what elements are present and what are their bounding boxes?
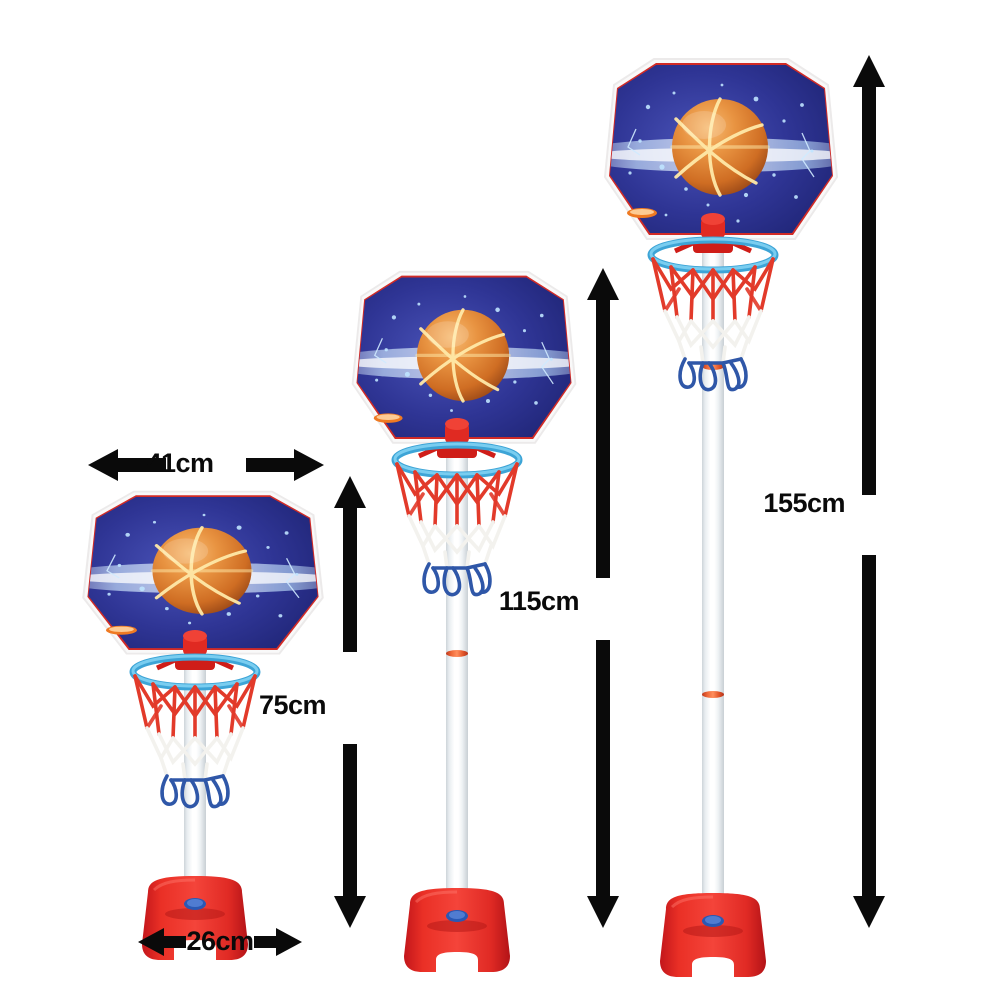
brand-logo-badge [627,208,657,218]
small-backboard [74,488,332,668]
medium-hoop-unit [340,268,590,972]
dimension-arrow-41cm [88,445,324,485]
dimension-arrow-115cm [583,268,623,928]
large-rim-and-net [645,213,781,398]
dimension-label-115cm: 115cm [498,586,580,616]
brand-logo-badge [105,625,137,635]
rim-bracket [417,418,497,459]
dimension-arrow-75cm [330,476,370,928]
medium-backboard [344,268,584,458]
dimension-label-41cm: 41cm [146,448,214,478]
dimension-label-26cm: 26cm [186,926,254,956]
brand-logo-badge [373,413,403,423]
large-base [650,887,776,983]
dimension-arrow-155cm [849,55,889,928]
rim-bracket [673,213,753,254]
dimension-arrow-26cm [138,925,302,959]
medium-rim-and-net [389,418,525,603]
small-rim-and-net [127,630,263,815]
rim-bracket [155,630,235,671]
dimension-label-75cm: 75cm [258,690,327,720]
large-backboard [596,55,846,255]
medium-base [394,882,520,978]
large-hoop-unit [592,55,852,977]
dimension-label-155cm: 155cm [763,488,845,518]
